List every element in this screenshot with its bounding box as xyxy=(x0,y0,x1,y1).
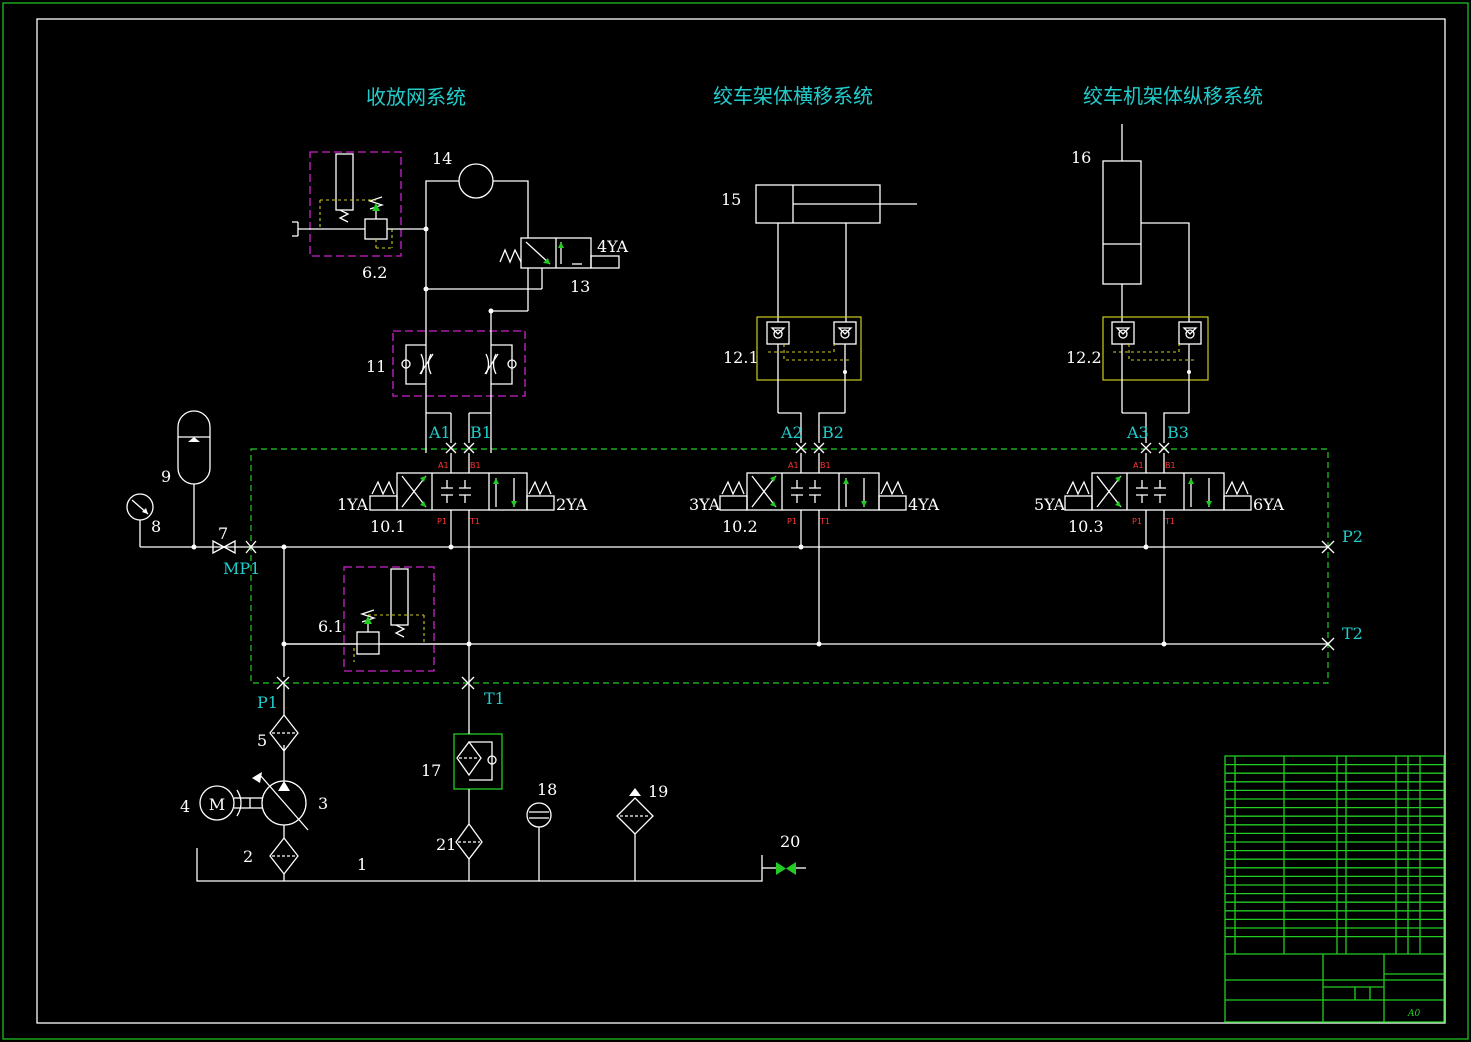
port-label-a3: A3 xyxy=(1126,423,1149,442)
hydraulic-lock-12-2 xyxy=(1102,316,1209,443)
directional-valve-10-1: A1 B1 P1 T1 xyxy=(369,453,555,683)
label-15: 15 xyxy=(721,190,741,209)
label-4: 4 xyxy=(180,797,190,816)
drain-valve-20 xyxy=(762,862,806,875)
label-3: 3 xyxy=(318,794,328,813)
label-8: 8 xyxy=(151,517,161,536)
label-10-3: 10.3 xyxy=(1068,517,1104,536)
label-20: 20 xyxy=(780,832,800,851)
port-label-b1: B1 xyxy=(470,423,492,442)
valve3-port-a1: A1 xyxy=(1133,461,1144,470)
label-17: 17 xyxy=(421,761,441,780)
label-5: 5 xyxy=(257,731,267,750)
reservoir-1 xyxy=(196,848,763,882)
valve3-port-t1: T1 xyxy=(1164,517,1175,526)
pressure-gauge-8 xyxy=(126,493,154,521)
pressure-filter-5 xyxy=(269,547,299,753)
thermometer-18 xyxy=(526,802,552,881)
title-longitudinal-system: 绞车机架体纵移系统 xyxy=(1083,84,1263,108)
label-10-2: 10.2 xyxy=(722,517,758,536)
port-label-a1: A1 xyxy=(428,423,451,442)
label-14: 14 xyxy=(432,149,452,168)
junction-dots xyxy=(191,226,1167,647)
throttle-check-valve-11 xyxy=(392,289,526,453)
label-13: 13 xyxy=(570,277,590,296)
port-label-t2: T2 xyxy=(1342,624,1363,643)
valve3-port-p1: P1 xyxy=(1132,517,1142,526)
solenoid-labels: 1YA 2YA 3YA 4YA 5YA 6YA 4YA xyxy=(337,237,1285,514)
label-3ya: 3YA xyxy=(689,495,721,514)
label-16: 16 xyxy=(1071,148,1091,167)
sheet-size: A0 xyxy=(1407,1009,1420,1019)
title-block: A0 xyxy=(1224,755,1445,1023)
valve3-port-b1: B1 xyxy=(1165,461,1176,470)
inner-frame xyxy=(36,18,1446,1024)
label-12-1: 12.1 xyxy=(723,348,759,367)
port-label-b2: B2 xyxy=(822,423,844,442)
air-filter-19 xyxy=(616,788,654,881)
port-label-p2: P2 xyxy=(1342,527,1363,546)
label-11: 11 xyxy=(366,357,386,376)
valve-port-p1: P1 xyxy=(437,517,447,526)
label-12-2: 12.2 xyxy=(1066,348,1102,367)
electric-motor-4: M xyxy=(199,785,250,821)
component-numbers: 1 2 3 4 5 6.1 6.2 7 8 9 10.1 10.2 10.3 1… xyxy=(151,148,1104,874)
label-1: 1 xyxy=(357,855,367,874)
valve-port-b1: B1 xyxy=(470,461,481,470)
title-traverse-system: 绞车架体横移系统 xyxy=(713,84,873,108)
port-cross-markers xyxy=(245,442,1335,690)
port-label-b3: B3 xyxy=(1167,423,1189,442)
directional-valve-10-2: A1 B1 P1 T1 xyxy=(719,453,907,644)
filter-21 xyxy=(455,822,483,881)
relief-valve-6-2 xyxy=(292,151,426,257)
port-label-a2: A2 xyxy=(780,423,803,442)
accumulator-9 xyxy=(177,410,211,485)
port-label-mp1: MP1 xyxy=(223,559,260,578)
solenoid-valve-13 xyxy=(499,237,620,269)
hydraulic-cylinder-15 xyxy=(755,184,917,322)
return-filter-17 xyxy=(453,683,503,824)
parts-list-rows xyxy=(1225,756,1444,954)
label-18: 18 xyxy=(537,780,557,799)
hydraulic-motor-14 xyxy=(425,163,543,312)
label-6-1: 6.1 xyxy=(318,617,343,636)
label-4ya-valve13: 4YA xyxy=(597,237,629,256)
label-5ya: 5YA xyxy=(1034,495,1066,514)
check-valve-7 xyxy=(212,539,236,555)
port-label-t1: T1 xyxy=(484,689,505,708)
valve-port-t1: T1 xyxy=(469,517,480,526)
port-labels: A1 B1 A2 B2 A3 B3 P1 T1 P2 T2 MP1 xyxy=(223,423,1363,712)
label-9: 9 xyxy=(161,467,171,486)
label-2ya: 2YA xyxy=(556,495,588,514)
label-6ya: 6YA xyxy=(1253,495,1285,514)
valve2-port-t1: T1 xyxy=(819,517,830,526)
suction-filter-2 xyxy=(269,825,299,881)
label-19: 19 xyxy=(648,782,668,801)
label-4ya: 4YA xyxy=(908,495,940,514)
valve2-port-b1: B1 xyxy=(820,461,831,470)
label-21: 21 xyxy=(436,835,456,854)
label-2: 2 xyxy=(243,847,253,866)
title-net-system: 收放网系统 xyxy=(366,85,466,109)
port-label-p1: P1 xyxy=(257,693,278,712)
valve2-port-a1: A1 xyxy=(788,461,799,470)
pressure-line-p xyxy=(139,484,1328,548)
variable-pump-3 xyxy=(249,745,309,831)
valve-manifold-boundary xyxy=(250,448,1329,684)
label-7: 7 xyxy=(218,524,228,543)
label-6-2: 6.2 xyxy=(362,263,387,282)
valve-port-a1: A1 xyxy=(438,461,449,470)
motor-label: M xyxy=(209,795,225,814)
relief-valve-6-1 xyxy=(284,566,469,672)
label-1ya: 1YA xyxy=(337,495,369,514)
directional-valve-10-3: A1 B1 P1 T1 xyxy=(1064,453,1252,644)
hydraulic-cylinder-16 xyxy=(1102,124,1190,322)
hydraulic-lock-12-1 xyxy=(756,316,862,443)
valve2-port-p1: P1 xyxy=(787,517,797,526)
label-10-1: 10.1 xyxy=(370,517,406,536)
